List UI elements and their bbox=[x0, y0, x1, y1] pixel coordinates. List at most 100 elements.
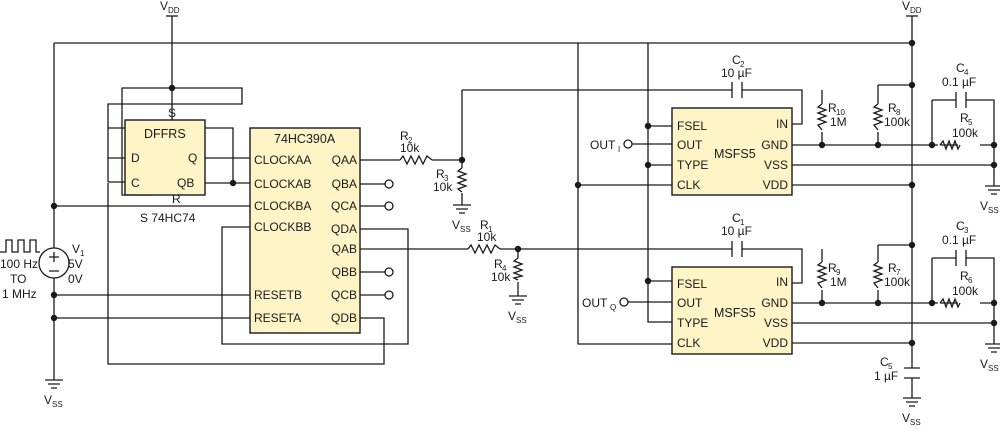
vss-label-r4-sub: SS bbox=[516, 316, 527, 325]
c1-name: C bbox=[732, 211, 741, 225]
out-q-sub: Q bbox=[610, 303, 616, 312]
r8-body bbox=[872, 103, 884, 131]
r8-name: R bbox=[888, 101, 897, 115]
capacitors bbox=[731, 82, 967, 379]
r2-name: R bbox=[400, 129, 409, 143]
output-labels: OUT I OUT Q bbox=[582, 138, 620, 312]
r8-sub: 8 bbox=[896, 108, 901, 117]
r10-name: R bbox=[828, 101, 837, 115]
v1-name: V bbox=[72, 242, 80, 256]
r6-name: R bbox=[960, 269, 969, 283]
counter-pin-qba: QBA bbox=[332, 177, 357, 191]
r4-name: R bbox=[494, 257, 503, 271]
vss-label-lower-sub: SS bbox=[988, 364, 999, 373]
c3-value: 0.1 µF bbox=[942, 233, 976, 247]
ff-part-label: S 74HC74 bbox=[140, 211, 196, 225]
component-labels: R 2 10k R 1 10k R 3 10k R 4 10k R 10 1M … bbox=[400, 53, 979, 383]
c4-name: C bbox=[956, 61, 965, 75]
open-terminals bbox=[384, 139, 633, 307]
freq-range-to: TO bbox=[10, 272, 26, 286]
r7-sub: 7 bbox=[896, 268, 901, 277]
r10-sub: 10 bbox=[836, 108, 845, 117]
vdd-label-left: V bbox=[160, 0, 168, 13]
filter-lower-title: MSFS5 bbox=[714, 306, 756, 320]
r3-name: R bbox=[436, 167, 445, 181]
vss-label-upper-sub: SS bbox=[988, 206, 999, 215]
c3-body bbox=[955, 250, 967, 266]
c4-sub: 4 bbox=[964, 68, 969, 77]
c3-name: C bbox=[956, 219, 965, 233]
ff-pin-c: C bbox=[131, 176, 140, 190]
c5-value: 1 µF bbox=[874, 369, 898, 383]
r7-body bbox=[872, 261, 884, 289]
r6-sub: 6 bbox=[968, 276, 973, 285]
resistors bbox=[399, 103, 961, 309]
r5-name: R bbox=[960, 111, 969, 125]
r10-body bbox=[816, 103, 828, 131]
counter-pin-reseta: RESETA bbox=[254, 311, 301, 325]
c2-value: 10 µF bbox=[721, 66, 752, 80]
counter-pin-clockaa: CLOCKAA bbox=[254, 153, 311, 167]
c1-sub: 1 bbox=[740, 218, 745, 227]
c4-body bbox=[955, 92, 967, 108]
c1-value: 10 µF bbox=[721, 224, 752, 238]
c2-body bbox=[731, 82, 743, 98]
vdd-label-right-sub: DD bbox=[910, 6, 922, 15]
vss-label-src-sub: SS bbox=[52, 400, 63, 409]
filter-lower-pin-clk: CLK bbox=[677, 336, 700, 350]
flip-flop-dffrs: DFFRS S D C Q QB R S 74HC74 bbox=[124, 106, 206, 225]
ff-pin-s: S bbox=[168, 106, 176, 120]
c4-value: 0.1 µF bbox=[942, 75, 976, 89]
v1-high: 5V bbox=[68, 257, 83, 271]
out-i-sub: I bbox=[618, 145, 620, 154]
ff-title: DFFRS bbox=[144, 127, 186, 141]
counter-pin-resetb: RESETB bbox=[254, 288, 302, 302]
r3-value: 10k bbox=[433, 180, 453, 194]
vdd-label-left-sub: DD bbox=[168, 6, 180, 15]
r7-name: R bbox=[888, 261, 897, 275]
r1-value: 10k bbox=[477, 230, 497, 244]
filter-upper-pin-out: OUT bbox=[677, 138, 703, 152]
filter-upper-pin-vdd: VDD bbox=[763, 178, 789, 192]
ff-pin-qb: QB bbox=[177, 176, 194, 190]
power-rails: V DD V DD V SS V SS V SS V SS V SS V SS bbox=[44, 0, 1000, 427]
freq-range-from: 100 Hz bbox=[0, 257, 38, 271]
voltage-source-v1: V 1 5V 0V 100 Hz TO 1 MHz bbox=[0, 239, 85, 301]
vss-label-upper: V bbox=[980, 199, 988, 213]
vss-label-lower: V bbox=[980, 357, 988, 371]
out-i-terminal bbox=[623, 139, 633, 149]
counter-pin-clockab: CLOCKAB bbox=[254, 177, 311, 191]
r1-sub: 1 bbox=[488, 225, 493, 234]
filter-lower-pin-fsel: FSEL bbox=[677, 277, 707, 291]
counter-74hc390a: 74HC390A CLOCKAACLOCKABCLOCKBACLOCKBBRES… bbox=[249, 127, 361, 334]
vdd-label-right: V bbox=[902, 0, 910, 13]
v1-low: 0V bbox=[68, 272, 83, 286]
counter-pin-qab: QAB bbox=[332, 242, 357, 256]
r9-value: 1M bbox=[830, 275, 847, 289]
counter-pin-qca: QCA bbox=[331, 199, 357, 213]
r7-value: 100k bbox=[884, 275, 911, 289]
r5-value: 100k bbox=[952, 126, 979, 140]
r8-value: 100k bbox=[884, 115, 911, 129]
r1-name: R bbox=[480, 218, 489, 232]
r9-sub: 9 bbox=[836, 268, 841, 277]
counter-pin-qaa: QAA bbox=[332, 153, 357, 167]
c5-name: C bbox=[880, 355, 889, 369]
filter-lower-pin-gnd: GND bbox=[761, 296, 788, 310]
r9-body bbox=[816, 261, 828, 289]
v1-sub: 1 bbox=[80, 249, 85, 258]
counter-pin-qcb: QCB bbox=[331, 288, 357, 302]
vss-label-r3-sub: SS bbox=[460, 225, 471, 234]
filter-upper-pin-in: IN bbox=[776, 117, 788, 131]
filter-lower-pin-vss: VSS bbox=[764, 316, 788, 330]
r4-sub: 4 bbox=[502, 264, 507, 273]
r6-value: 100k bbox=[952, 284, 979, 298]
vss-label-r3: V bbox=[452, 218, 460, 232]
c2-sub: 2 bbox=[740, 60, 745, 69]
r2-value: 10k bbox=[400, 141, 420, 155]
filter-lower-pin-vdd: VDD bbox=[763, 336, 789, 350]
